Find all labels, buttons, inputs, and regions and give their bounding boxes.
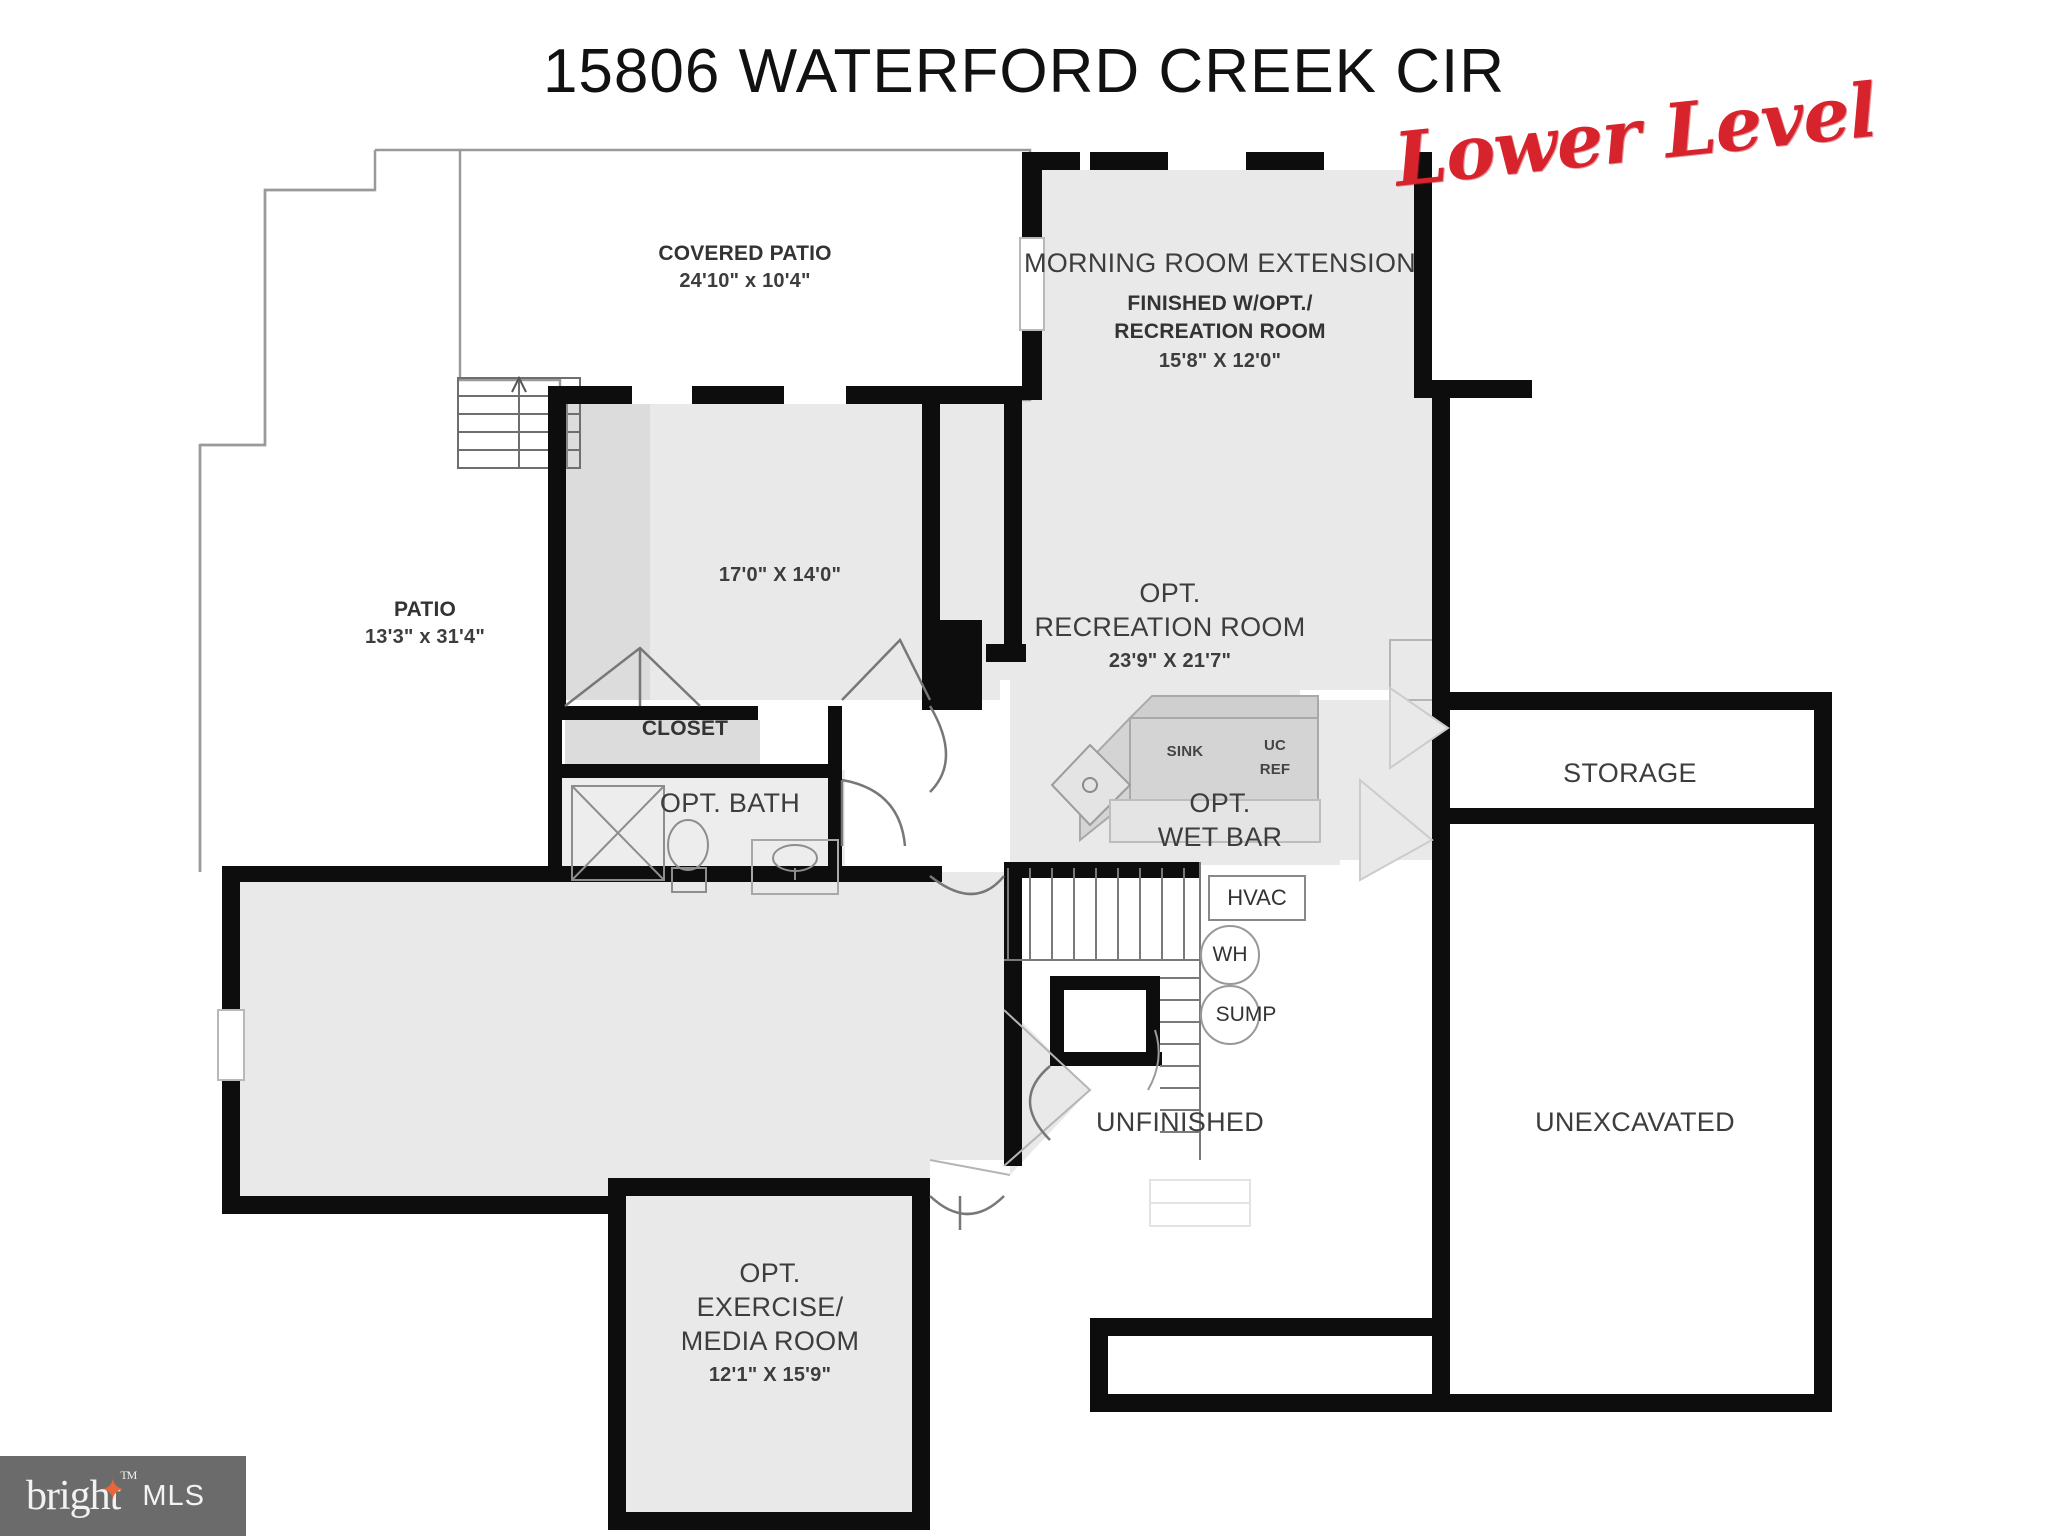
door-swings (564, 637, 1051, 1230)
room-label-storage: STORAGE (1563, 758, 1697, 788)
room-label-unexcavated: UNEXCAVATED (1535, 1107, 1735, 1137)
watermark-brand: bright ✦ TM (26, 1468, 137, 1520)
page-title: 15806 WATERFORD CREEK CIR (542, 37, 1506, 106)
room-label-closet: CLOSET (641, 717, 729, 740)
room-label-opt-exercise-line1: OPT. (739, 1258, 801, 1288)
mechanical-tag-wh: WH (1200, 925, 1260, 985)
room-label-opt-recreation-line1: OPT. (1139, 578, 1201, 608)
mechanical-tag-sump: SUMP (1200, 985, 1276, 1045)
unfinished-hatch (1149, 1179, 1251, 1227)
mechanical-tag-sump-text: SUMP (1215, 1003, 1277, 1026)
watermark-tm: TM (120, 1468, 137, 1482)
room-label-opt-wet-bar-line2: WET BAR (1157, 822, 1283, 852)
room-label-morning-room: MORNING ROOM EXTENSION (1023, 248, 1417, 278)
room-label-morning-room-line2: FINISHED W/OPT./ (1127, 292, 1313, 315)
bath-fixtures (571, 785, 839, 895)
mechanical-tag-wh-text: WH (1212, 943, 1248, 966)
watermark-suffix: MLS (142, 1479, 205, 1512)
fixture-label-uc: UC (1263, 737, 1287, 754)
room-dim-covered-patio: 24'10" x 10'4" (679, 270, 811, 292)
watermark-brand-text: bright (26, 1473, 121, 1519)
room-label-opt-exercise-line2: EXERCISE/ (696, 1292, 844, 1322)
room-dim-opt-recreation: 23'9" X 21'7" (1108, 650, 1232, 672)
rec-room-wedge (1359, 686, 1450, 882)
fixture-label-ref: REF (1259, 761, 1291, 778)
room-dim-opt-exercise: 12'1" X 15'9" (708, 1364, 832, 1386)
room-label-morning-room-line3: RECREATION ROOM (1114, 320, 1326, 343)
room-label-opt-wet-bar-line1: OPT. (1189, 788, 1251, 818)
room-label-patio: PATIO (393, 598, 457, 621)
room-dim-morning-room: 15'8" X 12'0" (1158, 350, 1282, 372)
mechanical-tag-hvac: HVAC (1208, 875, 1306, 921)
patio-outline (198, 188, 375, 872)
room-label-opt-recreation-line2: RECREATION ROOM (1034, 612, 1306, 642)
fixture-label-sink: SINK (1166, 743, 1204, 760)
room-dim-patio: 13'3" x 31'4" (364, 626, 486, 648)
room-label-opt-exercise-line3: MEDIA ROOM (680, 1326, 860, 1356)
room-label-covered-patio: COVERED PATIO (658, 242, 832, 265)
room-dim-17x14: 17'0" X 14'0" (718, 564, 842, 586)
wet-bar-counters (1050, 695, 1321, 843)
walls (217, 152, 1832, 1530)
star-icon: ✦ (100, 1474, 125, 1507)
room-label-opt-bath: OPT. BATH (659, 788, 801, 818)
interior-edges (929, 639, 1432, 1176)
bright-mls-watermark: bright ✦ TM MLS (0, 1456, 246, 1536)
room-label-unfinished: UNFINISHED (1095, 1107, 1264, 1137)
